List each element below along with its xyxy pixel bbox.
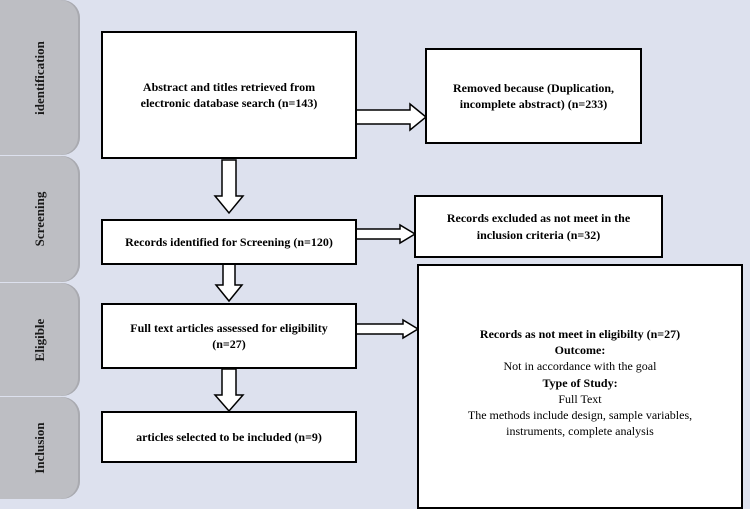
stage-identification: identification bbox=[0, 0, 80, 155]
type-of-study-value: Full Text bbox=[558, 391, 602, 406]
box-removed: Removed because (Duplication, incomplete… bbox=[425, 48, 642, 144]
box-records-screening: Records identified for Screening (n=120) bbox=[101, 219, 357, 265]
box-eligibility-exclusions: Records as not meet in eligibilty (n=27)… bbox=[417, 264, 743, 509]
arrow-screening-to-fulltext bbox=[214, 262, 244, 303]
arrow-fulltext-to-included bbox=[213, 368, 245, 413]
arrow-abstract-to-removed bbox=[355, 102, 428, 132]
outcome-value: Not in accordance with the goal bbox=[503, 359, 657, 374]
arrow-screening-to-excluded bbox=[355, 223, 417, 245]
eligibility-title: Records as not meet in eligibilty (n=27) bbox=[479, 327, 681, 341]
outcome-label: Outcome: bbox=[554, 343, 606, 358]
box-full-text-assessed: Full text articles assessed for eligibil… bbox=[101, 303, 357, 369]
type-of-study-label: Type of Study: bbox=[542, 375, 618, 390]
box-articles-included: articles selected to be included (n=9) bbox=[101, 411, 357, 463]
stage-eligible: Eligible bbox=[0, 283, 80, 396]
methods-text: The methods include design, sample varia… bbox=[467, 407, 693, 439]
stage-screening: Screening bbox=[0, 156, 80, 282]
stage-inclusion: Inclusion bbox=[0, 397, 80, 499]
arrow-fulltext-to-eligibility bbox=[355, 318, 420, 340]
box-abstract-titles: Abstract and titles retrieved from elect… bbox=[101, 31, 357, 159]
arrow-abstract-to-screening bbox=[213, 159, 245, 215]
box-records-excluded: Records excluded as not meet in the incl… bbox=[414, 195, 663, 258]
